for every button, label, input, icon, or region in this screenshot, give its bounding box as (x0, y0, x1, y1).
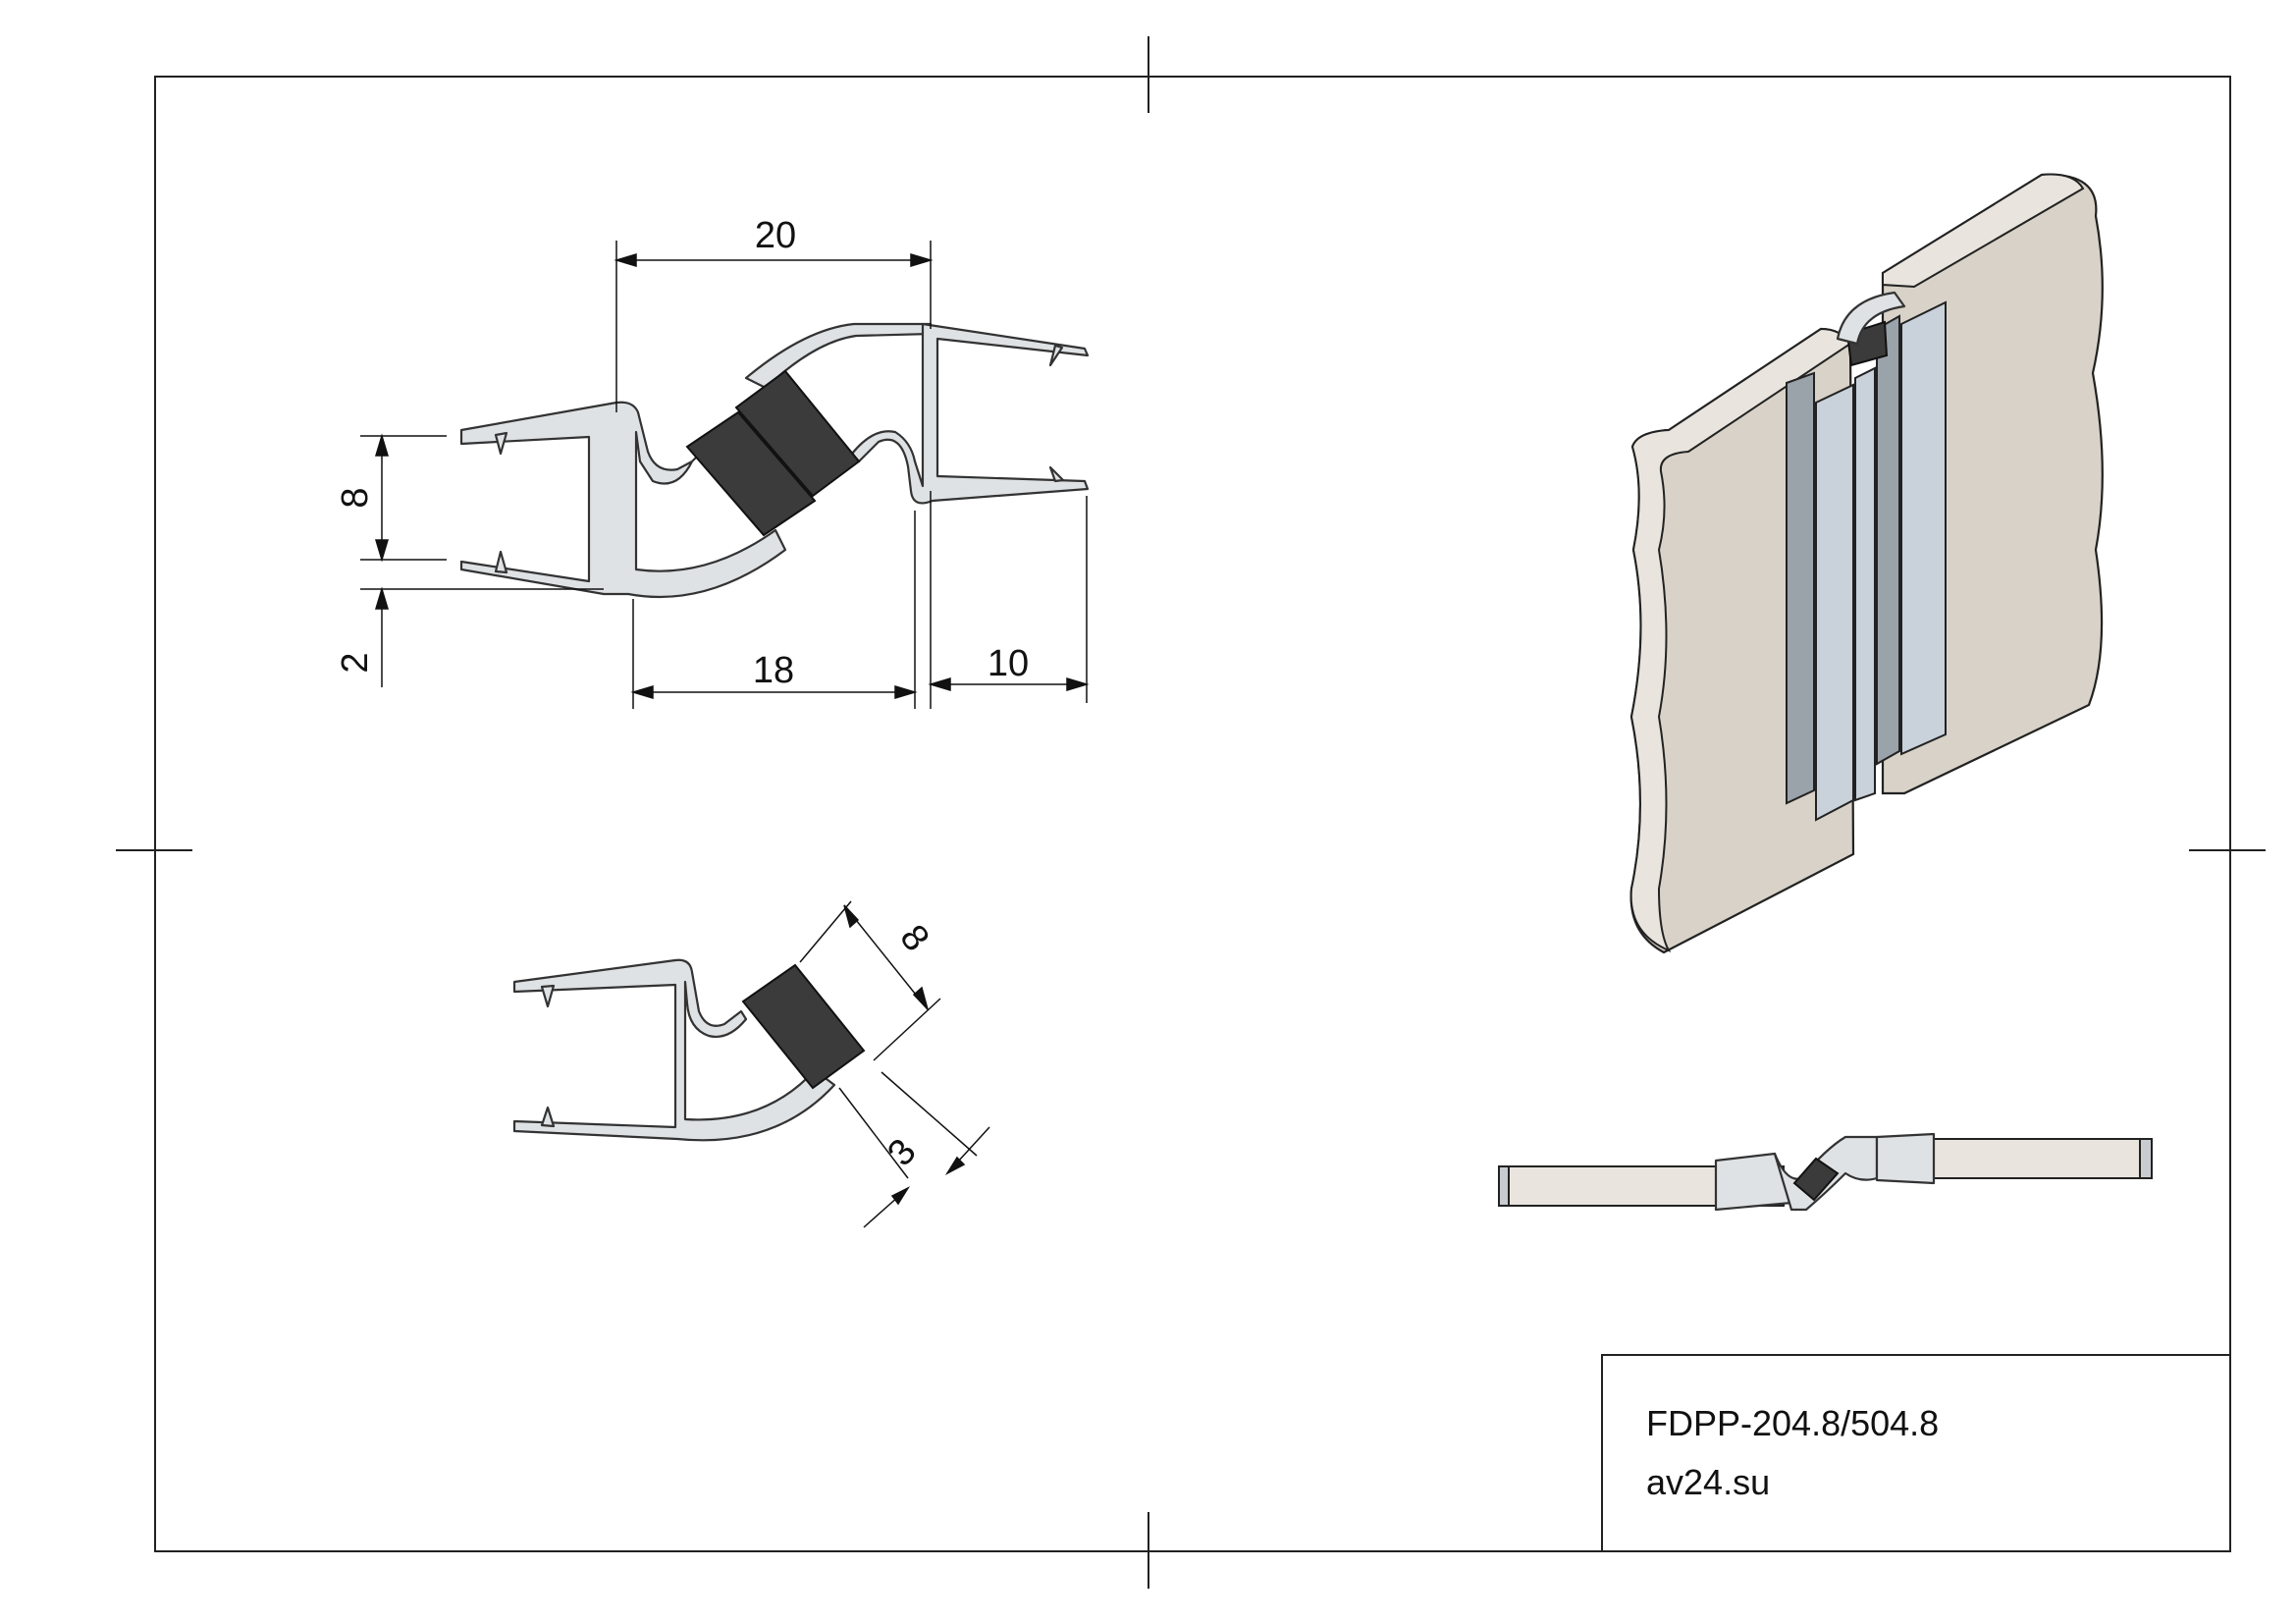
dim-width-bottom: 18 (753, 650, 794, 691)
shadow-strip (1786, 371, 1815, 805)
tooth-bottom-left (494, 550, 508, 574)
detail-channel-profile (512, 958, 836, 1142)
right-glass-edge (1882, 173, 2085, 289)
detail-dimension-lines (799, 900, 990, 1228)
dim-height: 8 (335, 487, 376, 508)
upper-curve-profile (744, 322, 933, 390)
detail-dim-magnet: 8 (891, 917, 936, 959)
top-view-left-clip (1714, 1152, 1793, 1212)
title-block: FDPP-204.8/504.8 av24.su (1601, 1354, 2231, 1552)
center-profile-strip (1854, 366, 1876, 802)
detail-tooth-bottom (540, 1106, 556, 1128)
part-number: FDPP-204.8/504.8 (1646, 1403, 1939, 1443)
isometric-view (1629, 173, 2104, 954)
detail-tooth-top (540, 984, 556, 1008)
iso-curve (1836, 291, 1906, 346)
dim-lip: 10 (988, 643, 1029, 684)
magnet-right (734, 369, 861, 498)
left-channel-profile (459, 401, 787, 599)
tooth-top-right (1048, 344, 1064, 367)
detail-section-view: 8 3 (512, 900, 990, 1228)
detail-dim-gap: 3 (880, 1131, 924, 1174)
drawing-border (154, 76, 2231, 1552)
dim-width-top: 20 (755, 215, 796, 256)
title-block-box (1601, 1354, 2231, 1552)
left-profile-strip (1815, 383, 1854, 822)
front-section-view: 20 8 2 18 10 (335, 215, 1090, 709)
right-channel-profile (850, 322, 1090, 505)
dim-offset: 2 (335, 652, 376, 673)
left-glass-edge (1629, 327, 1852, 953)
website: av24.su (1646, 1462, 1770, 1502)
top-view-right-clip (1875, 1132, 1936, 1185)
right-profile-strip (1900, 300, 1947, 756)
tooth-bottom-right (1048, 465, 1065, 483)
top-view-start-cap (1498, 1165, 1510, 1207)
centering-marks (116, 36, 2266, 1589)
top-view-end-cap (2139, 1138, 2153, 1179)
center-right-strip (1876, 314, 1900, 766)
detail-magnet (741, 963, 866, 1090)
front-dimension-lines (360, 241, 1090, 709)
top-view-magnet (1792, 1157, 1840, 1202)
tooth-top-left (494, 431, 508, 456)
top-view (1498, 1132, 2153, 1212)
magnet-left (685, 410, 817, 537)
